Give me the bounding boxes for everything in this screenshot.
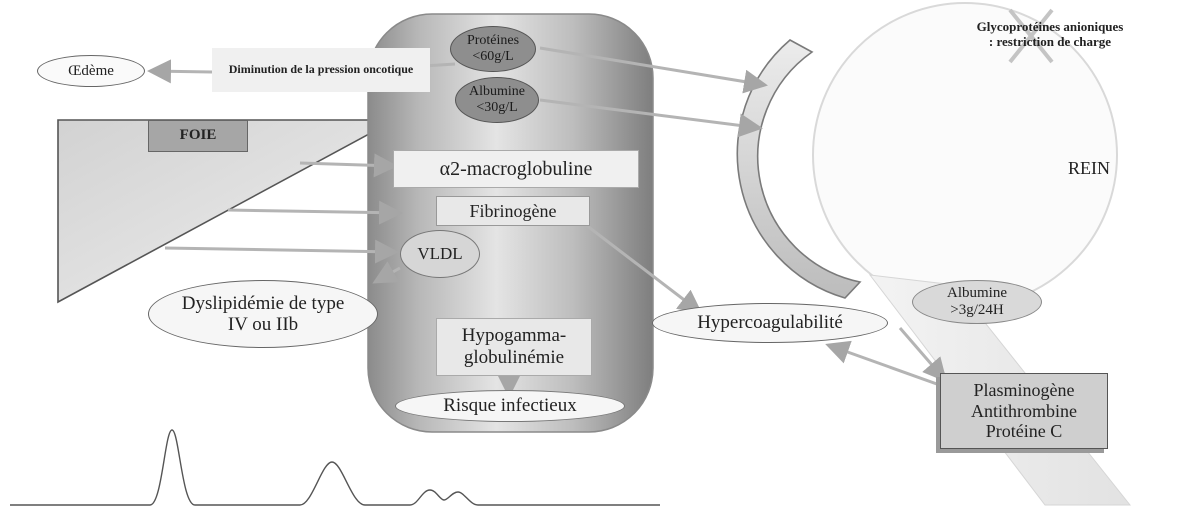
risque-node: Risque infectieux (395, 390, 625, 422)
dyslipidemie-label: Dyslipidémie de type IV ou IIb (181, 293, 345, 336)
macroglobuline-label: α2-macroglobuline (440, 158, 593, 181)
proteines-label: Protéines <60g/L (463, 33, 523, 64)
vldl-label: VLDL (417, 244, 462, 263)
glycoproteines-line2: : restriction de charge (915, 35, 1185, 50)
arrow-oedeme (150, 71, 212, 72)
macroglobuline-box: α2-macroglobuline (393, 150, 639, 188)
fibrinogene-box: Fibrinogène (436, 196, 590, 226)
hypogamma-box: Hypogamma-globulinémie (436, 318, 592, 376)
fibrinogene-label: Fibrinogène (470, 201, 557, 222)
proteine-c-label: Protéine C (986, 421, 1063, 442)
proteines-node: Protéines <60g/L (450, 26, 536, 72)
antithrombine-label: Antithrombine (971, 401, 1077, 422)
albumine-sang-node: Albumine <30g/L (455, 77, 539, 123)
hypercoagulabilite-node: Hypercoagulabilité (652, 303, 888, 343)
hypogamma-label: Hypogamma-globulinémie (447, 325, 581, 369)
foie-box: FOIE (148, 120, 248, 152)
oedeme-label: Œdème (68, 63, 114, 80)
plasminogene-box: Plasminogène Antithrombine Protéine C (940, 373, 1108, 449)
arrow-foie-vldl (165, 248, 396, 252)
glycoproteines-line1: Glycoprotéines anioniques (915, 20, 1185, 35)
foie-label: FOIE (180, 127, 217, 144)
dyslipidemie-node: Dyslipidémie de type IV ou IIb (148, 280, 378, 348)
albumine-sang-label: Albumine <30g/L (468, 84, 526, 115)
hypercoagulabilite-label: Hypercoagulabilité (697, 312, 843, 333)
pression-label: Diminution de la pression oncotique (229, 63, 413, 77)
risque-label: Risque infectieux (443, 395, 577, 416)
pression-box: Diminution de la pression oncotique (212, 48, 430, 92)
albumine-urine-label: Albumine >3g/24H (935, 285, 1019, 319)
oedeme-node: Œdème (37, 55, 145, 87)
vldl-node: VLDL (400, 230, 480, 278)
glycoproteines-label-block: Glycoprotéines anioniques : restriction … (915, 20, 1185, 50)
plasminogene-label: Plasminogène (974, 380, 1075, 401)
electrophoresis-curve-icon (10, 430, 660, 505)
albumine-urine-node: Albumine >3g/24H (912, 280, 1042, 324)
rein-label: REIN (1068, 158, 1110, 179)
